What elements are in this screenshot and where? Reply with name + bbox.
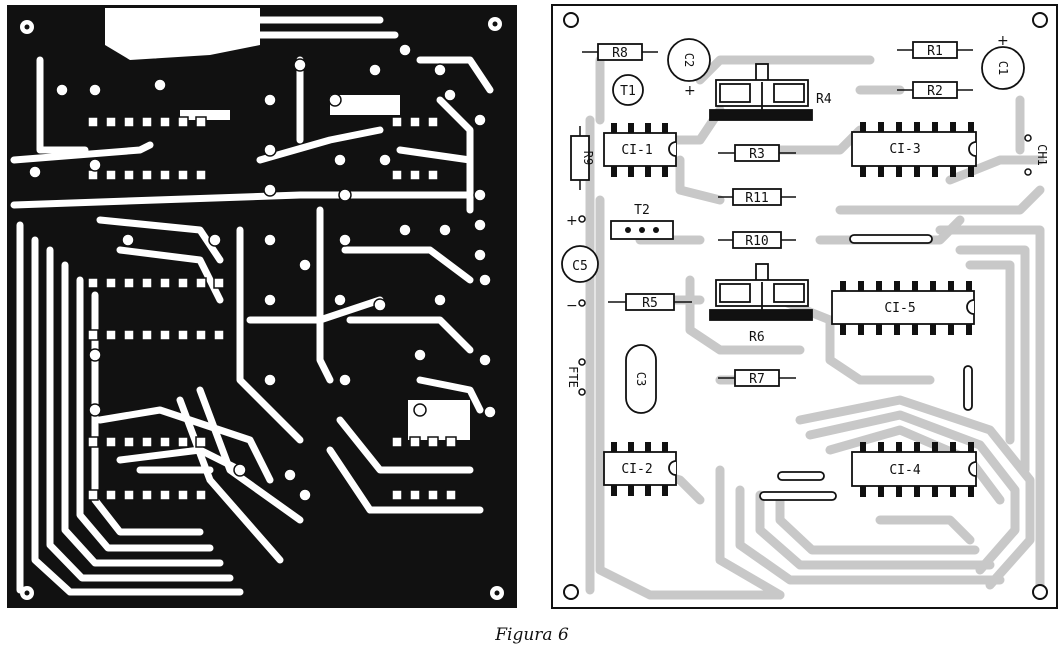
transistor-t1-label: T1	[620, 84, 636, 99]
trimmer-r6: R6	[709, 263, 813, 345]
trimmer-r4: R4	[709, 63, 832, 121]
transistor-t2-label: T2	[634, 203, 650, 218]
terminal-plus-label: +	[566, 213, 578, 229]
resistor-r10: R10	[718, 231, 796, 249]
terminal-ch1-label: CH1	[1035, 144, 1049, 166]
terminal-minus-label: −	[566, 298, 578, 314]
ic-ci1-label: CI-1	[621, 143, 652, 158]
copper-open-areas	[105, 8, 470, 440]
resistor-r7: R7	[718, 369, 796, 387]
trace-shadows	[585, 55, 1045, 600]
trimmer-r6-label: R6	[749, 330, 765, 345]
resistor-r8-label: R8	[612, 46, 628, 61]
ic-ci3-label: CI-3	[889, 142, 920, 157]
figure-caption: Figura 6	[494, 625, 569, 645]
capacitor-c3: C3	[625, 344, 657, 414]
trimmer-r4-label: R4	[816, 92, 832, 107]
ic-ci2: CI-2	[603, 442, 677, 496]
resistor-r8: R8	[582, 43, 658, 61]
ic-ci2-label: CI-2	[621, 462, 652, 477]
resistor-r9: R9	[570, 126, 595, 190]
terminal-fte: FTE	[566, 358, 586, 396]
resistor-r9-label: R9	[581, 151, 595, 165]
copper-mounting-holes	[20, 17, 504, 600]
resistor-r11: R11	[718, 188, 796, 206]
transistor-t2: T2	[610, 203, 674, 240]
resistor-r5-label: R5	[642, 296, 658, 311]
wire-jumpers	[759, 234, 973, 501]
capacitor-c2-plus: +	[684, 83, 696, 99]
terminal-fte-label: FTE	[566, 366, 580, 388]
resistor-r3-label: R3	[749, 147, 765, 162]
ic-ci5: CI-5	[831, 281, 975, 335]
transistor-t1: T1	[612, 74, 644, 106]
resistor-r11-label: R11	[745, 191, 768, 206]
capacitor-c3-label: C3	[634, 372, 648, 386]
copper-side-board	[7, 5, 517, 608]
ic-ci3: CI-3	[851, 122, 977, 177]
ic-pads-row-3	[87, 436, 207, 501]
ic-pads-row-4	[391, 116, 457, 501]
capacitor-c2: C2 +	[667, 38, 711, 99]
capacitor-c1: C1 +	[981, 33, 1025, 90]
capacitor-c1-plus: +	[997, 33, 1009, 49]
component-mounting-holes	[563, 12, 1048, 600]
ic-ci4: CI-4	[851, 442, 977, 497]
capacitor-c5-label: C5	[572, 259, 588, 274]
resistor-r3: R3	[718, 144, 796, 162]
ic-ci1: CI-1	[603, 123, 677, 177]
ic-ci5-label: CI-5	[884, 301, 915, 316]
ic-pads-row-1	[87, 116, 207, 181]
resistor-r2: R2	[897, 81, 973, 99]
resistor-r10-label: R10	[745, 234, 768, 249]
copper-isolation-channels	[10, 16, 494, 596]
resistor-r2-label: R2	[927, 84, 943, 99]
resistor-r1: R1	[897, 41, 973, 59]
capacitor-c1-label: C1	[996, 61, 1010, 75]
component-side-board: R8 R1 R2 R3 R11 R10	[551, 4, 1058, 609]
round-pads	[28, 43, 497, 502]
capacitor-c2-label: C2	[682, 53, 696, 67]
terminal-ch1: CH1	[1024, 134, 1049, 176]
ic-ci4-label: CI-4	[889, 463, 920, 478]
copper-solder-pads	[28, 43, 497, 502]
capacitor-c5: C5 + −	[561, 213, 599, 314]
ic-pads-row-2	[87, 277, 225, 341]
resistor-r5: R5	[608, 293, 692, 311]
resistor-r7-label: R7	[749, 372, 765, 387]
resistor-r1-label: R1	[927, 44, 943, 59]
